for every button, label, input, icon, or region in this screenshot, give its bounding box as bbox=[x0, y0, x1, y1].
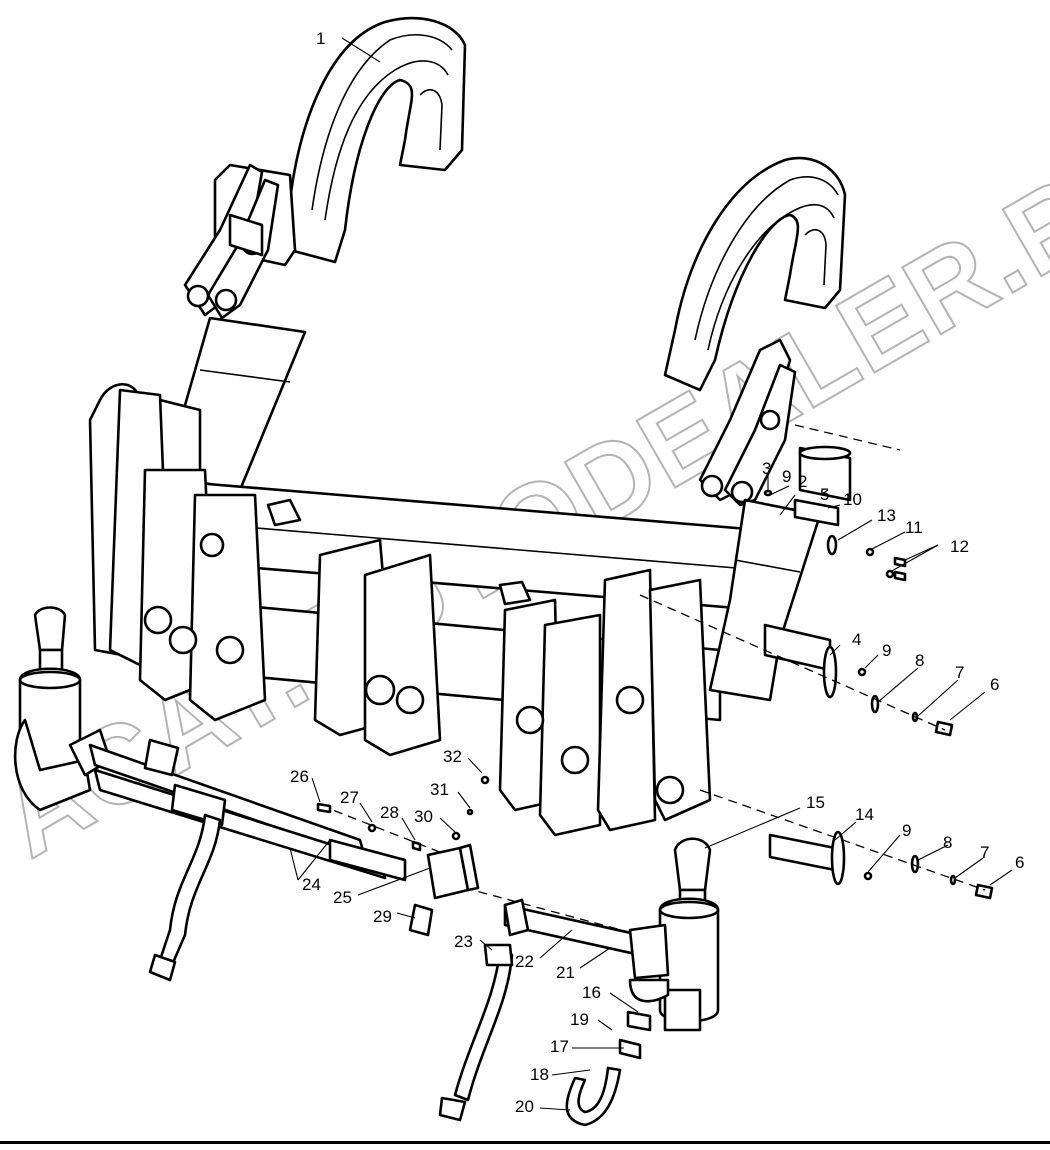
callout-label: 19 bbox=[570, 1010, 589, 1029]
callout-label: 22 bbox=[515, 952, 534, 971]
pivot-pin-hardware-upper bbox=[763, 445, 907, 582]
callout-label: 30 bbox=[414, 807, 433, 826]
hose-assembly-left bbox=[88, 738, 407, 982]
callout-label: 31 bbox=[430, 780, 449, 799]
callout-label: 9 bbox=[902, 821, 911, 840]
callout-labels: 1 2 3 4 5 6 6 7 7 8 8 9 9 9 10 11 12 13 … bbox=[290, 29, 1024, 1116]
fork-frame bbox=[88, 316, 832, 837]
callout-label: 26 bbox=[290, 767, 309, 786]
callout-label: 20 bbox=[515, 1097, 534, 1116]
axis-line-lower bbox=[699, 789, 986, 891]
callout-label: 6 bbox=[990, 675, 999, 694]
callout-label: 28 bbox=[380, 803, 399, 822]
callout-label: 32 bbox=[443, 747, 462, 766]
pivot-pin-right bbox=[822, 645, 954, 737]
callout-label: 23 bbox=[454, 932, 473, 951]
callout-label: 5 bbox=[820, 485, 829, 504]
axis-line-middle bbox=[639, 594, 946, 731]
bottom-border bbox=[0, 1141, 1050, 1144]
callout-label: 18 bbox=[530, 1065, 549, 1084]
callout-label: 14 bbox=[855, 805, 874, 824]
callout-label: 29 bbox=[373, 907, 392, 926]
callout-label: 12 bbox=[950, 537, 969, 556]
callout-label: 16 bbox=[582, 983, 601, 1002]
callout-label: 7 bbox=[955, 663, 964, 682]
callout-label: 7 bbox=[980, 843, 989, 862]
callout-label: 6 bbox=[1015, 853, 1024, 872]
callout-label: 17 bbox=[550, 1037, 569, 1056]
callout-label: 2 bbox=[798, 472, 807, 491]
callout-label: 24 bbox=[302, 875, 321, 894]
axis-line-upper bbox=[794, 424, 901, 451]
right-upper-clamp-arm bbox=[663, 156, 847, 507]
hydraulic-cylinder-right bbox=[628, 837, 720, 1032]
fittings-lower bbox=[565, 1010, 652, 1127]
hydraulic-cylinder-left bbox=[13, 606, 112, 812]
left-upper-clamp-arm bbox=[183, 16, 467, 320]
callout-label: 9 bbox=[782, 467, 791, 486]
callout-label: 11 bbox=[905, 518, 923, 537]
callout-label: 13 bbox=[877, 506, 896, 525]
callout-label: 9 bbox=[882, 641, 891, 660]
callout-label: 4 bbox=[852, 630, 861, 649]
pivot-pin-lower bbox=[768, 830, 994, 900]
valve-block bbox=[316, 775, 490, 937]
callout-label: 8 bbox=[943, 833, 952, 852]
leader-lines bbox=[289, 37, 1013, 1111]
callout-label: 8 bbox=[915, 651, 924, 670]
callout-label: 1 bbox=[316, 29, 325, 48]
callout-label: 21 bbox=[556, 963, 575, 982]
callout-label: 15 bbox=[806, 793, 825, 812]
callout-label: 25 bbox=[333, 888, 352, 907]
callout-label: 10 bbox=[843, 490, 862, 509]
callout-label: 3 bbox=[762, 459, 771, 478]
axis-line-valve bbox=[319, 804, 461, 861]
callout-label: 27 bbox=[340, 788, 359, 807]
